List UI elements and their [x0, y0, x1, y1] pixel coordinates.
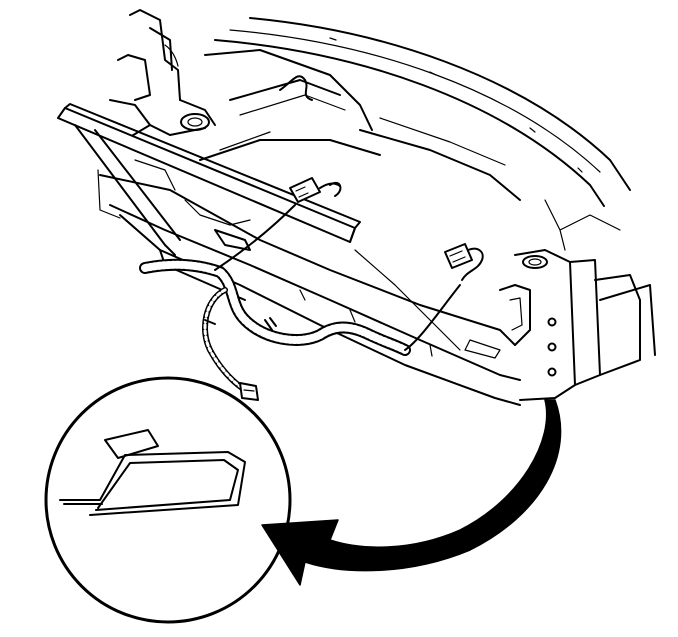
- wiring-harness: [139, 177, 484, 401]
- lower-connector: [239, 382, 259, 401]
- detail-callout: [44, 376, 292, 624]
- upper-connector: [289, 177, 341, 203]
- clip-detail: [59, 429, 246, 516]
- right-connector: [444, 243, 484, 281]
- radiator-support-frame: [97, 9, 656, 406]
- curved-arrow-icon: [261, 399, 562, 586]
- latch-support-bar: [57, 103, 461, 351]
